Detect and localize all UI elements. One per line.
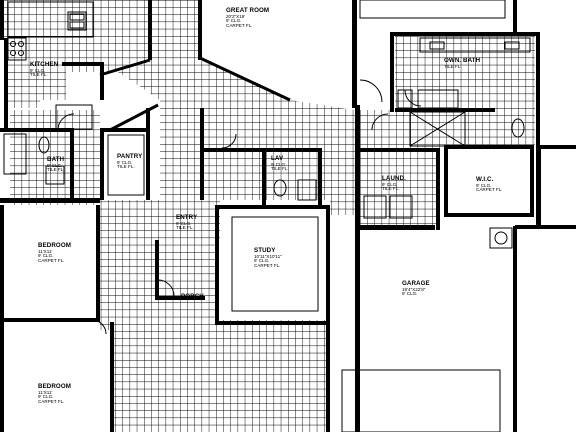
fixtures <box>3 0 531 432</box>
